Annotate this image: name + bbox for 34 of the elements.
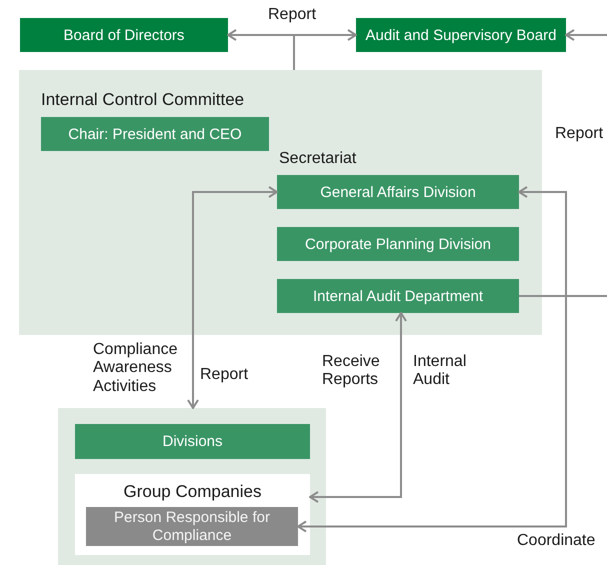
box-label: Internal Audit Department xyxy=(312,288,484,304)
division-box xyxy=(277,279,519,313)
connector-arrow xyxy=(297,186,567,532)
panel-heading: Group Companies xyxy=(124,482,262,502)
note-label: Receive Reports xyxy=(322,353,381,390)
box-label: General Affairs Division xyxy=(320,184,476,200)
board-box xyxy=(356,18,566,52)
box-label: Audit and Supervisory Board xyxy=(366,26,556,44)
edge-label: Report xyxy=(555,125,604,144)
box-label: Divisions xyxy=(162,433,222,450)
edge-label: Internal Audit xyxy=(413,353,468,390)
box-label: Chair: President and CEO xyxy=(68,126,242,142)
panel-heading: Internal Control Committee xyxy=(41,90,244,110)
note-label: Compliance Awareness Activities xyxy=(93,341,178,396)
division-box xyxy=(277,227,519,261)
edge-label: Coordinate xyxy=(517,532,596,550)
board-box xyxy=(20,18,228,52)
edge-label: Report xyxy=(200,366,248,384)
connector-arrow xyxy=(187,186,278,409)
edge-label: Report xyxy=(268,6,316,24)
box-label: Corporate Planning Division xyxy=(305,236,491,252)
box-label: Person Responsible for Compliance xyxy=(113,509,271,544)
division-box xyxy=(75,424,310,459)
connector-arrow xyxy=(519,29,607,297)
note-label: Secretariat xyxy=(279,150,356,168)
group-panel xyxy=(19,70,542,335)
division-box xyxy=(41,117,269,151)
connector-arrow xyxy=(309,312,407,503)
division-box xyxy=(277,175,519,209)
role-box xyxy=(86,507,298,546)
connector-arrow xyxy=(293,29,357,70)
box-label: Board of Directors xyxy=(64,26,184,44)
group-panel xyxy=(58,408,326,565)
company-panel xyxy=(75,474,310,555)
